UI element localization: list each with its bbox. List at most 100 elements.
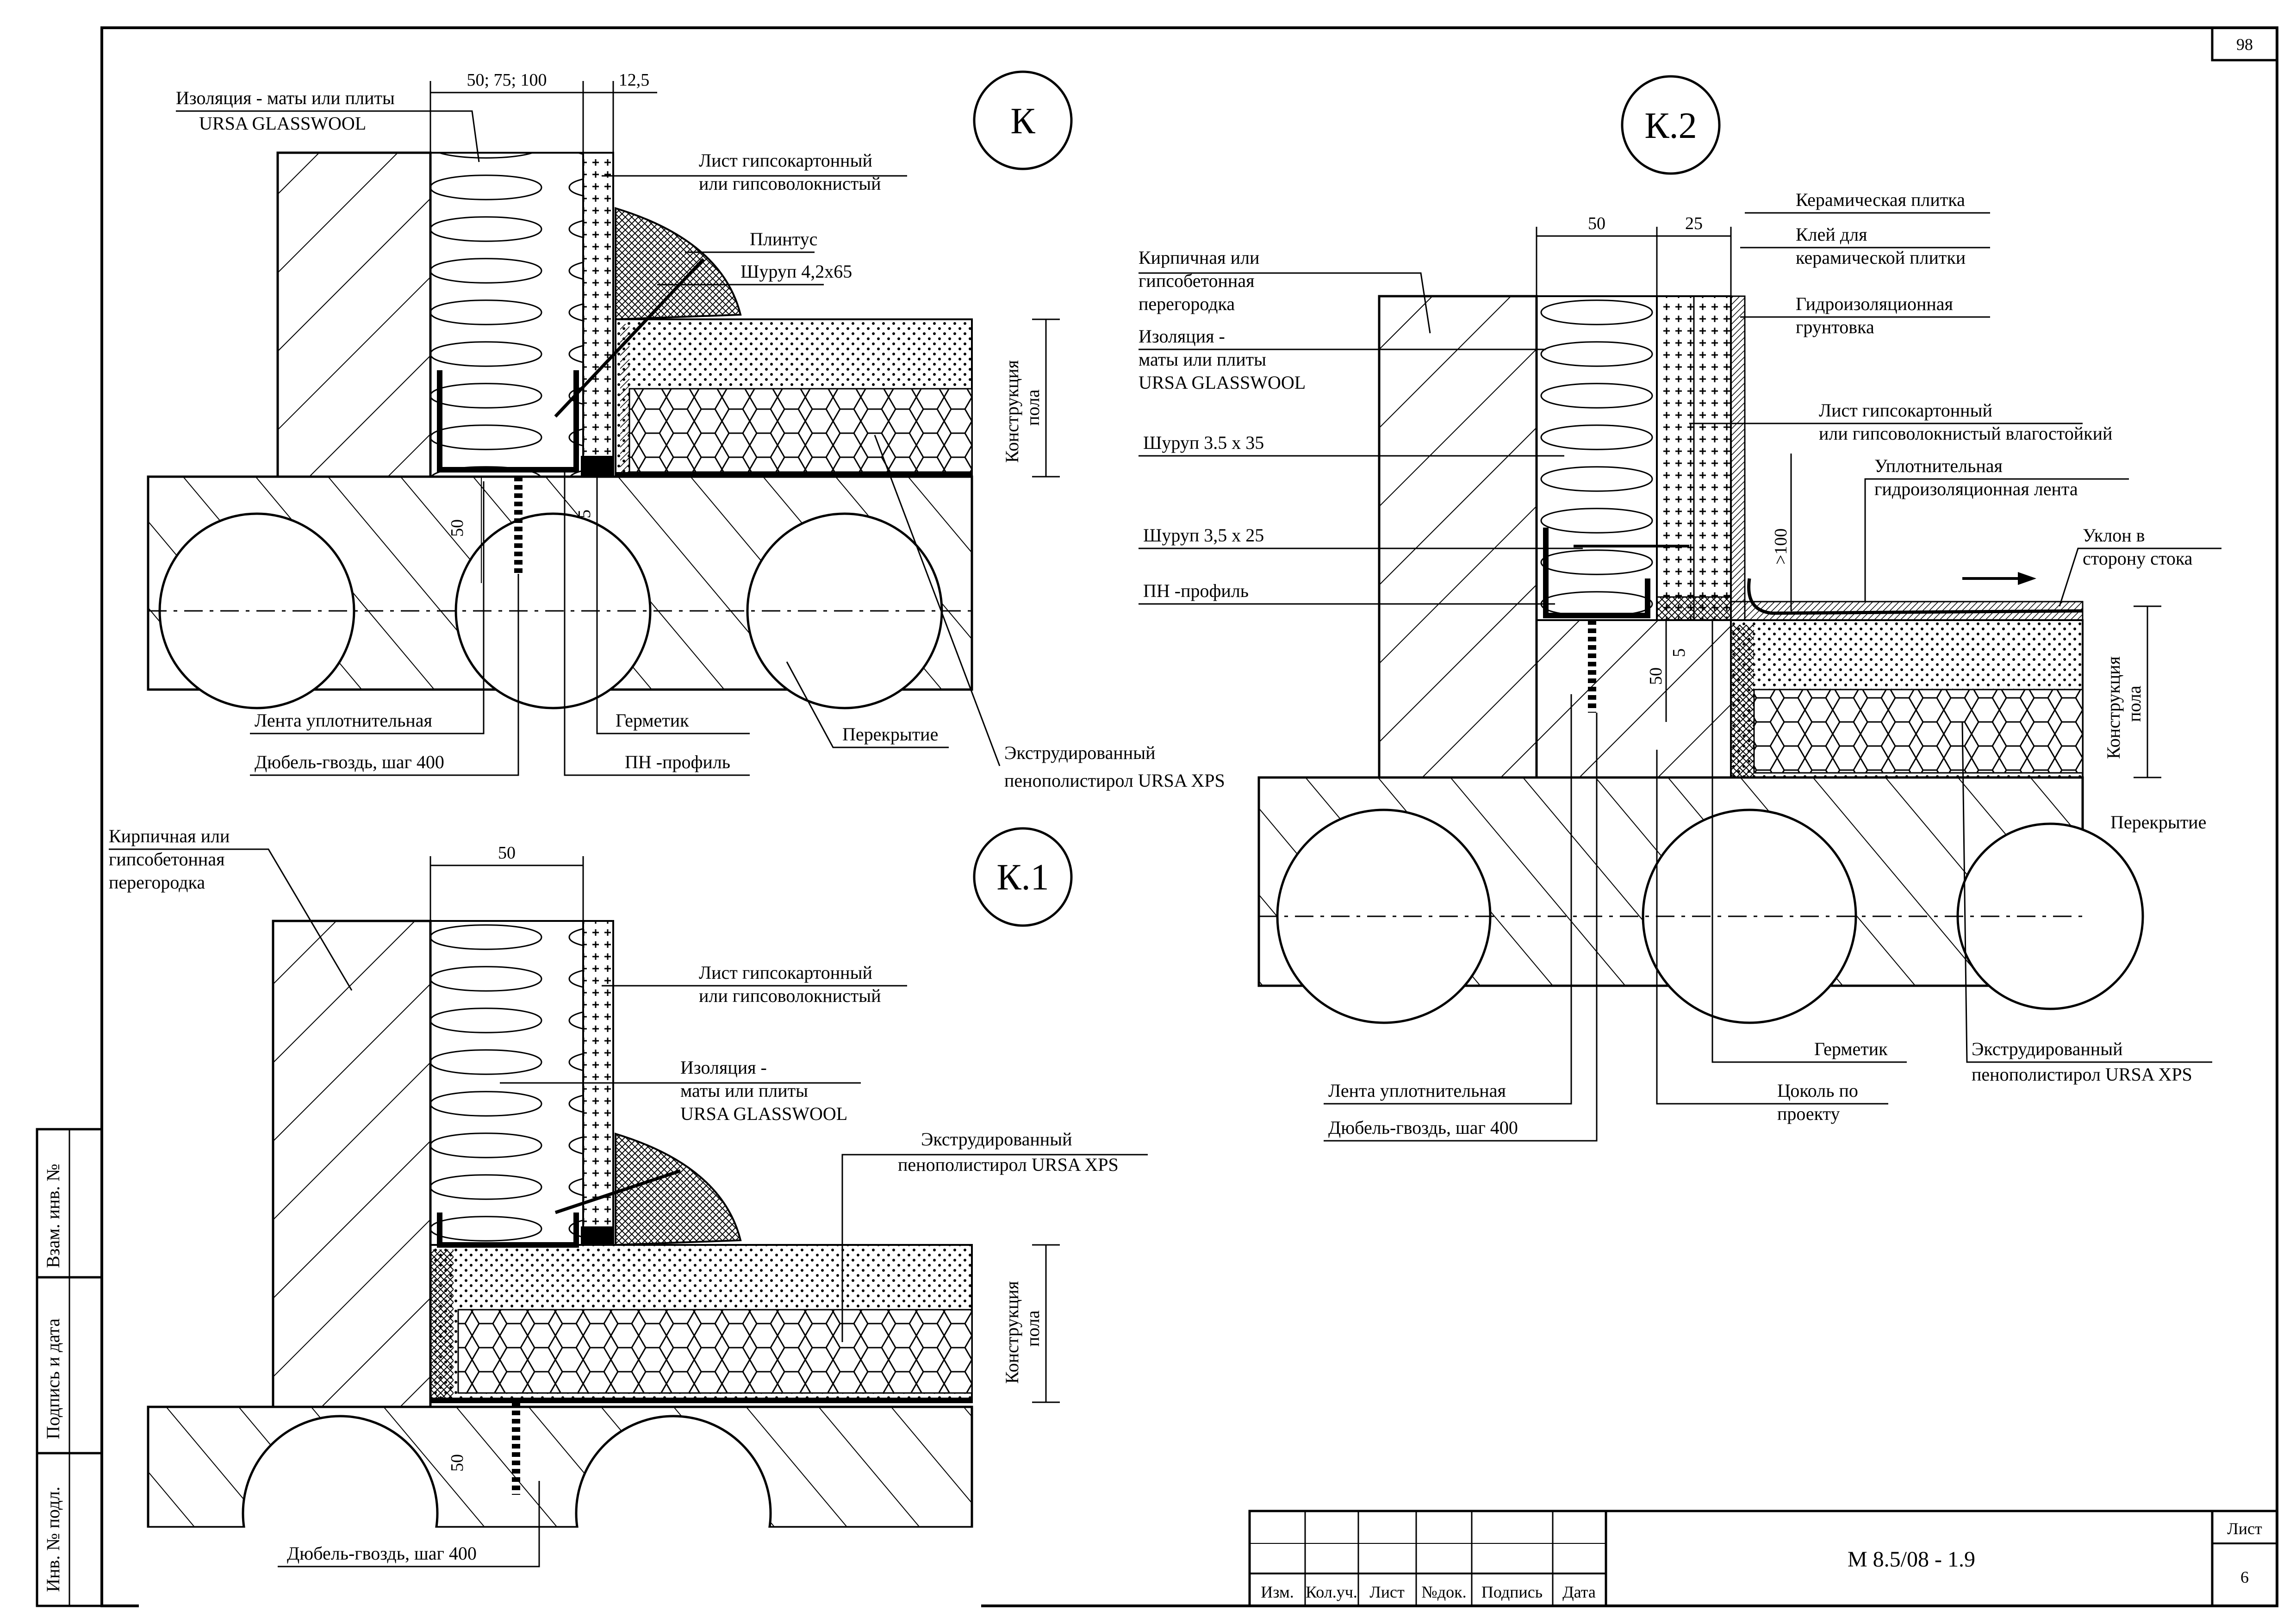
tile-k2 bbox=[1730, 295, 1746, 621]
label-k2-dowel: Дюбель-гвоздь, шаг 400 bbox=[1328, 1117, 1518, 1138]
label-k1-gypsum-2: или гипсоволокнистый bbox=[699, 985, 881, 1006]
svg-text:50: 50 bbox=[448, 1454, 467, 1472]
stamp-col-sheet: Лист bbox=[1369, 1583, 1405, 1601]
sheet-frame bbox=[100, 26, 2278, 1607]
svg-text:50: 50 bbox=[1646, 667, 1666, 685]
detail-k-marker bbox=[973, 70, 1073, 170]
plinth-k1 bbox=[615, 1132, 742, 1246]
sheet-number: 6 bbox=[2240, 1568, 2249, 1586]
label-k2-glue-1: Клей для bbox=[1796, 224, 1867, 245]
detail-k1-marker bbox=[973, 827, 1073, 927]
label-k2-glue-2: керамической плитки bbox=[1796, 247, 1966, 268]
label-k2-gypsum-2: или гипсоволокнистый влагостойкий bbox=[1819, 423, 2112, 444]
sheet-label: Лист bbox=[2227, 1519, 2262, 1538]
label-k2-xps-2: пенополистирол URSA XPS bbox=[1972, 1064, 2192, 1085]
wall-k1 bbox=[272, 920, 432, 1408]
detail-k1: К.1 50 50 Конструкция пола Кирпичн bbox=[109, 826, 1148, 1620]
label-k2-screw-2: Шуруп 3,5 х 25 bbox=[1143, 525, 1264, 546]
label-k-dowel: Дюбель-гвоздь, шаг 400 bbox=[255, 752, 444, 772]
dims-k2: 50 25 >100 50 5 Конструкция пола bbox=[1536, 214, 2161, 778]
wall-k2 bbox=[1378, 295, 1538, 779]
label-k-gypsum-1: Лист гипсокартонный bbox=[699, 150, 872, 171]
label-k2-gypsum-1: Лист гипсокартонный bbox=[1819, 400, 1992, 421]
svg-text:12,5: 12,5 bbox=[619, 70, 650, 90]
detail-k2: К.2 50 25 >1 bbox=[1139, 75, 2221, 1142]
stamp-col-signature: Подпись bbox=[1481, 1583, 1543, 1601]
stamp-col-change: Изм. bbox=[1261, 1583, 1294, 1601]
insulation-k2 bbox=[1536, 295, 1658, 621]
svg-text:пола: пола bbox=[2124, 685, 2145, 722]
label-k-sealant: Герметик bbox=[616, 710, 689, 731]
svg-text:5: 5 bbox=[1669, 648, 1689, 657]
label-k2-primer-2: грунтовка bbox=[1796, 317, 1874, 337]
label-k2-plinth-2: проекту bbox=[1777, 1103, 1840, 1124]
svg-text:>100: >100 bbox=[1771, 529, 1791, 565]
page-number: 98 bbox=[2236, 35, 2253, 54]
svg-text:пола: пола bbox=[1022, 389, 1043, 426]
svg-text:5: 5 bbox=[575, 510, 594, 518]
side-field-inventory: Инв. № подл. bbox=[43, 1486, 63, 1592]
label-k2-sealant: Герметик bbox=[1814, 1038, 1888, 1059]
insulation-k bbox=[429, 152, 584, 478]
label-k-insulation-2: URSA GLASSWOOL bbox=[199, 113, 366, 134]
page-number-box bbox=[2211, 26, 2278, 62]
label-k2-wall-3: перегородка bbox=[1139, 293, 1235, 314]
label-k-xps-1: Экструдированный bbox=[1004, 742, 1155, 763]
svg-text:25: 25 bbox=[1685, 214, 1703, 233]
label-k2-plinth-1: Цоколь по bbox=[1777, 1080, 1858, 1101]
label-k1-wall-3: перегородка bbox=[109, 872, 205, 893]
label-k2-slope-1: Уклон в bbox=[2083, 525, 2145, 546]
label-k2-wall-1: Кирпичная или bbox=[1139, 247, 1259, 268]
detail-k2-marker bbox=[1621, 75, 1721, 175]
label-k2-ins-1: Изоляция - bbox=[1139, 326, 1225, 347]
svg-text:пола: пола bbox=[1022, 1310, 1043, 1347]
label-k1-dowel: Дюбель-гвоздь, шаг 400 bbox=[287, 1543, 477, 1564]
plinth-base-k2 bbox=[1536, 619, 1732, 778]
stamp-col-count: Кол.уч. bbox=[1306, 1583, 1357, 1601]
detail-k2-title: К.2 bbox=[1644, 106, 1697, 146]
label-k2-wtape-1: Уплотнительная bbox=[1874, 455, 2003, 476]
gypsum-k bbox=[582, 152, 614, 478]
detail-k-title: К bbox=[1010, 101, 1035, 142]
label-k2-tile: Керамическая плитка bbox=[1796, 189, 1965, 210]
dims-k1: 50 50 Конструкция пола bbox=[429, 843, 1060, 1472]
svg-text:50; 75; 100: 50; 75; 100 bbox=[467, 70, 547, 90]
label-k-xps-2: пенополистирол URSA XPS bbox=[1004, 770, 1225, 791]
label-k2-wtape-2: гидроизоляционная лента bbox=[1874, 479, 2078, 499]
label-k2-ins-3: URSA GLASSWOOL bbox=[1139, 372, 1306, 393]
stamp-col-date: Дата bbox=[1562, 1583, 1596, 1601]
svg-text:50: 50 bbox=[498, 843, 516, 863]
label-k-profile: ПН -профиль bbox=[625, 752, 730, 772]
wall-k bbox=[276, 151, 432, 478]
label-k1-xps-1: Экструдированный bbox=[921, 1129, 1072, 1150]
label-k-screw: Шуруп 4,2х65 bbox=[740, 261, 852, 282]
svg-text:Конструкция: Конструкция bbox=[1002, 360, 1022, 463]
label-k1-xps-2: пенополистирол URSA XPS bbox=[898, 1154, 1119, 1175]
label-k1-wall-1: Кирпичная или bbox=[109, 826, 230, 846]
svg-text:50: 50 bbox=[448, 519, 467, 537]
svg-text:Конструкция: Конструкция bbox=[2103, 656, 2124, 759]
label-k2-ins-2: маты или плиты bbox=[1139, 349, 1266, 370]
dims-k: 50; 75; 100 12,5 50 5 Конструкция пола bbox=[429, 70, 1060, 537]
label-k-slab: Перекрытие bbox=[842, 724, 938, 745]
stamp-col-doc: №док. bbox=[1421, 1583, 1466, 1601]
label-k-insulation-1: Изоляция - маты или плиты bbox=[176, 87, 395, 108]
label-k2-slope-2: сторону стока bbox=[2083, 548, 2193, 569]
label-k2-screw-1: Шуруп 3.5 х 35 bbox=[1143, 432, 1264, 453]
label-k2-seal-tape: Лента уплотнительная bbox=[1328, 1080, 1506, 1101]
label-k2-primer-1: Гидроизоляционная bbox=[1796, 293, 1953, 314]
detail-k: К 50; 75; 100 bbox=[147, 70, 1225, 791]
profile-k2 bbox=[1543, 528, 1650, 618]
label-k2-slab: Перекрытие bbox=[2110, 812, 2206, 833]
label-k1-ins-1: Изоляция - bbox=[680, 1057, 767, 1078]
plinth-k bbox=[615, 207, 742, 321]
side-fields: Взам. инв. № Подпись и дата Инв. № подл. bbox=[36, 1128, 103, 1607]
document-code: М 8.5/08 - 1.9 bbox=[1848, 1547, 1975, 1572]
label-k1-gypsum-1: Лист гипсокартонный bbox=[699, 962, 872, 983]
title-block: Изм. Кол.уч. Лист №док. Подпись Дата М 8… bbox=[1248, 1510, 2278, 1607]
side-field-replaced: Взам. инв. № bbox=[43, 1164, 63, 1268]
label-k1-wall-2: гипсобетонная bbox=[109, 849, 224, 870]
label-k2-profile: ПН -профиль bbox=[1143, 580, 1249, 601]
slope-arrow bbox=[1962, 572, 2036, 585]
